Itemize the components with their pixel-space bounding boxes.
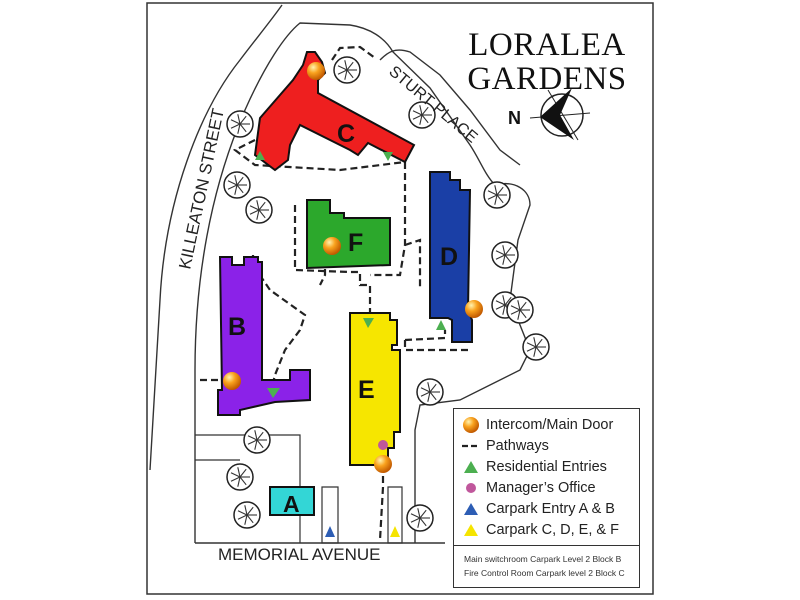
carpark-entry-ab-marker <box>325 526 335 537</box>
legend-note: Fire Control Room Carpark level 2 Block … <box>464 568 625 578</box>
intercom-marker <box>374 455 392 473</box>
residential-entry-marker <box>363 318 374 328</box>
site-title: LORALEA GARDENS <box>462 28 632 96</box>
tree-icon <box>245 196 273 224</box>
tree-icon <box>233 501 261 529</box>
building-a: A <box>269 486 315 517</box>
map-legend: Intercom/Main Door Pathways Residential … <box>453 408 640 588</box>
building-b-shape <box>217 256 311 416</box>
tree-icon <box>226 110 254 138</box>
building-a-label: A <box>283 491 300 517</box>
tree-icon <box>522 333 550 361</box>
tree-icon <box>243 426 271 454</box>
map-frame <box>146 2 654 595</box>
tree-icon <box>416 378 444 406</box>
intercom-marker <box>307 62 325 80</box>
legend-item-label: Manager’s Office <box>486 480 596 496</box>
legend-item-label: Pathways <box>486 438 549 454</box>
memorial-avenue-label: MEMORIAL AVENUE <box>218 545 380 564</box>
north-label: N <box>508 108 521 128</box>
intercom-markers <box>223 62 483 473</box>
triangle-icon <box>462 458 480 476</box>
killeaton-street-edge <box>149 4 283 471</box>
lower-boundary <box>195 434 403 544</box>
intercom-marker <box>223 372 241 390</box>
legend-item-label: Carpark Entry A & B <box>486 501 615 517</box>
triangle-icon <box>462 521 480 539</box>
tree-icon <box>483 181 511 209</box>
legend-item-residential: Residential Entries <box>462 457 607 477</box>
tree-icon <box>491 241 519 269</box>
legend-item-carpark-ab: Carpark Entry A & B <box>462 499 615 519</box>
legend-item-intercom: Intercom/Main Door <box>462 415 613 435</box>
residential-entries <box>255 151 446 398</box>
intercom-icon <box>462 416 480 434</box>
legend-note: Main switchroom Carpark Level 2 Block B <box>464 554 622 564</box>
legend-item-label: Intercom/Main Door <box>486 417 614 433</box>
building-e: E <box>349 312 401 466</box>
legend-item-label: Carpark C, D, E, & F <box>486 522 619 538</box>
compass-needle <box>540 88 574 140</box>
carpark-cdef-marker <box>390 526 400 537</box>
legend-item-label: Residential Entries <box>486 459 607 475</box>
intercom-marker <box>323 237 341 255</box>
north-arrow: N <box>508 88 591 141</box>
triangle-icon <box>462 500 480 518</box>
site-title-line1: LORALEA <box>468 27 626 63</box>
trees <box>223 56 550 532</box>
intercom-marker <box>465 300 483 318</box>
legend-item-carpark-cdef: Carpark C, D, E, & F <box>462 520 619 540</box>
residential-entry-marker <box>436 320 446 330</box>
building-f: F <box>306 199 391 270</box>
tree-icon <box>506 296 534 324</box>
tree-icon <box>223 171 251 199</box>
legend-item-pathways: Pathways <box>462 436 549 456</box>
residential-entry-marker <box>267 388 280 398</box>
tree-icon <box>226 463 254 491</box>
compass-circle <box>540 93 584 137</box>
site-title-line2: GARDENS <box>467 61 627 97</box>
legend-item-manager: Manager’s Office <box>462 478 596 498</box>
site-boundary <box>194 22 531 543</box>
tree-icon <box>406 504 434 532</box>
building-a-shape <box>269 486 315 516</box>
tree-icon <box>333 56 361 84</box>
building-d-label: D <box>440 243 458 271</box>
residential-entry-marker <box>383 152 393 161</box>
tree-icon <box>408 101 436 129</box>
legend-divider <box>454 545 639 546</box>
building-d: D <box>429 171 473 343</box>
building-b: B <box>217 256 311 416</box>
killeaton-street-label: KILLEATON STREET <box>175 107 228 271</box>
residential-entry-marker <box>255 151 265 160</box>
building-e-label: E <box>358 376 375 404</box>
managers-office-marker <box>378 440 388 450</box>
sturt-place-edge <box>379 49 521 166</box>
building-b-label: B <box>228 313 246 341</box>
building-c-label: C <box>337 120 355 148</box>
dot-icon <box>462 479 480 497</box>
pathway-icon <box>462 437 480 455</box>
building-f-label: F <box>348 229 363 257</box>
